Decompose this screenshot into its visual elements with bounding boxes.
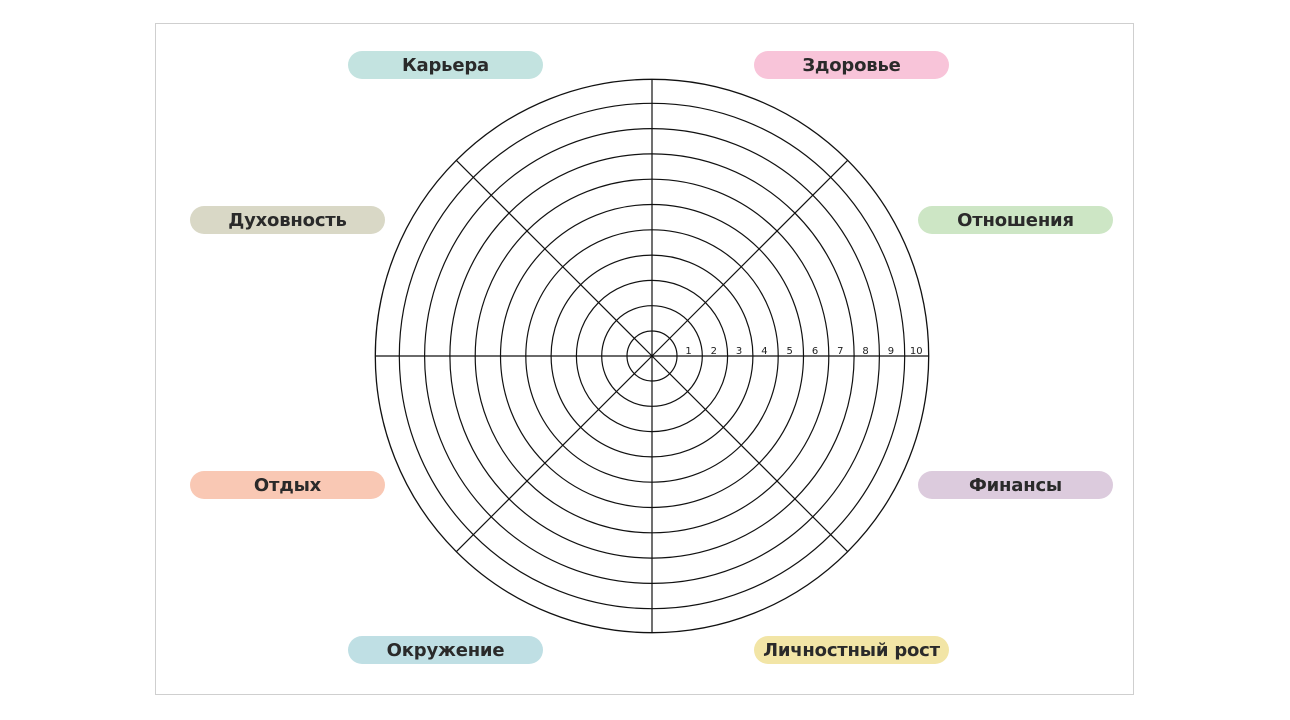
scale-tick-label: 7 xyxy=(837,346,843,357)
scale-tick-label: 1 xyxy=(685,346,691,357)
scale-tick-label: 3 xyxy=(736,346,742,357)
category-label-relationships: Отношения xyxy=(918,206,1113,234)
scale-tick-label: 9 xyxy=(888,346,894,357)
scale-tick-label: 4 xyxy=(761,346,767,357)
sector-divider-line xyxy=(651,159,849,357)
scale-tick-label: 2 xyxy=(711,346,717,357)
scale-tick-label: 6 xyxy=(812,346,818,357)
scale-tick-label: 5 xyxy=(787,346,793,357)
scale-tick-label: 8 xyxy=(862,346,868,357)
category-label-health: Здоровье xyxy=(754,51,949,79)
scale-tick-label: 10 xyxy=(910,346,923,357)
sector-divider-line xyxy=(455,355,653,553)
category-label-career: Карьера xyxy=(348,51,543,79)
sector-divider-line xyxy=(455,159,653,357)
category-label-finances: Финансы xyxy=(918,471,1113,499)
category-label-personal-growth: Личностный рост xyxy=(754,636,949,664)
category-label-environment: Окружение xyxy=(348,636,543,664)
sector-divider-line xyxy=(651,355,849,553)
category-label-spirituality: Духовность xyxy=(190,206,385,234)
category-label-leisure: Отдых xyxy=(190,471,385,499)
